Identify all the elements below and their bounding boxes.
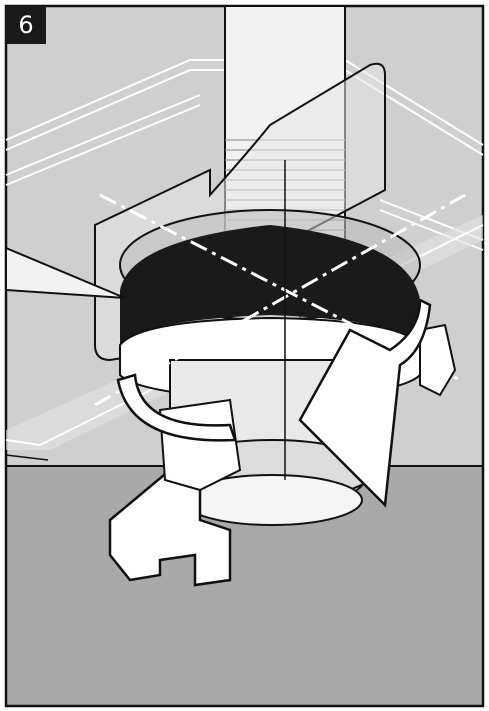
shelf-edge-lower [5,454,49,461]
step-number-badge: 6 [6,6,46,44]
alignment-lines [94,193,466,407]
curved-rotation-arrow-icon [116,297,432,508]
right-clip [419,323,457,397]
callout-pointer-icon [5,246,126,299]
seal-ring-dark [120,225,420,345]
bracket-port [158,398,242,492]
